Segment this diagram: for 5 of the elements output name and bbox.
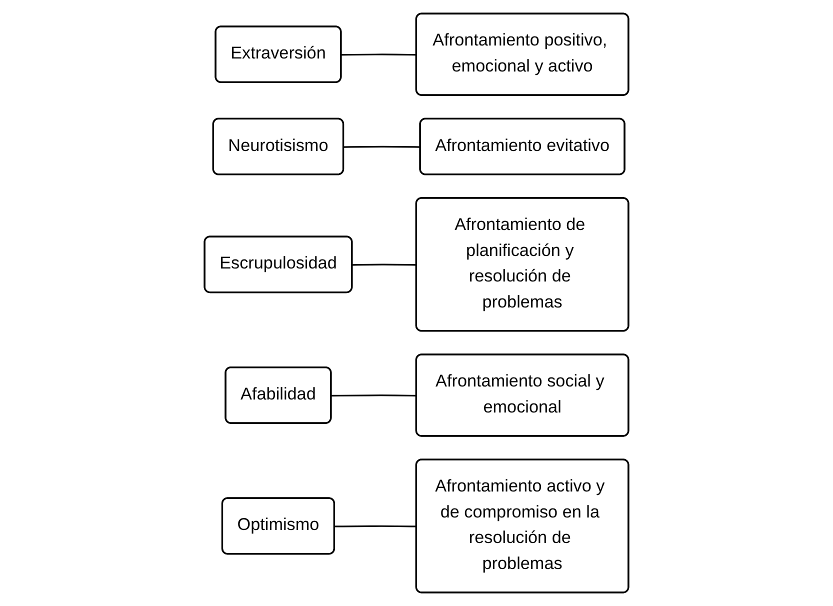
connector (344, 146, 421, 148)
connector (341, 54, 417, 56)
connector (331, 394, 417, 397)
connector (334, 525, 417, 528)
connector (352, 264, 417, 266)
